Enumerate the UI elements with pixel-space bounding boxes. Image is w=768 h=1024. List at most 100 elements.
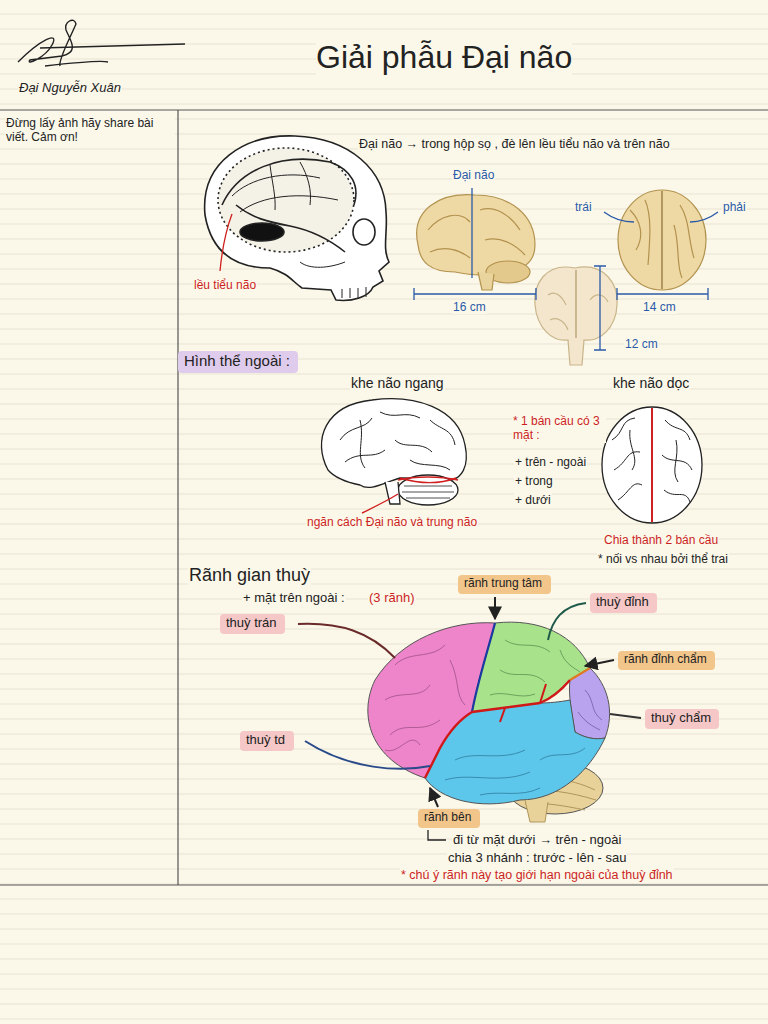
ruled-line [0,14,768,15]
note-text: Đại não [452,168,495,182]
note-text: + trong [514,474,554,488]
ruled-line [0,839,768,840]
note-text: * chú ý rãnh này tạo giới hạn ngoài của … [400,868,674,883]
ruled-line [0,824,768,825]
skull-illustration [232,162,338,212]
note-text: Đừng lấy ảnh hãy share bài viết. Cảm ơn! [5,116,175,145]
dimension-lines [604,212,634,222]
skull-illustration [205,136,389,301]
ruled-line [0,644,768,645]
note-text: + mặt trên ngoài : [242,590,346,606]
ruled-line [0,104,768,105]
brain-front-view [575,270,576,338]
page-frame [0,884,768,885]
dimension-lines [414,188,718,350]
note-text: phải [722,200,747,214]
leader-lines [585,660,614,666]
ruled-line [0,779,768,780]
brain-side-view [417,195,535,290]
note-text: Rãnh gian thuỳ [188,565,311,587]
ruled-line [0,809,768,810]
ruled-line [0,989,768,990]
signature [18,20,76,66]
sulci-lines [425,680,570,778]
label-text: Hình thể ngoài : [184,352,290,370]
brain-lobes [578,690,602,730]
brain-top-view [618,190,706,290]
note-text: ngăn cách Đại não và trung não [306,515,478,529]
note-text: khe não dọc [612,375,690,392]
brain-side-view [428,209,525,258]
leader-lines [428,830,446,840]
dimension-lines [617,288,708,300]
note-text: khe não ngang [350,375,445,392]
leader-lines [298,624,395,658]
label-text: rãnh trung tâm [464,576,542,590]
skull-illustration [300,262,345,267]
ruled-lines [0,14,768,1019]
tentorium-red [362,494,398,513]
page-frame [177,110,178,885]
skull-illustration [240,223,284,241]
label-text: thuỳ chẩm [651,710,711,726]
tentorium-leader [220,214,232,271]
highlight-label: rãnh trung tâm [458,575,551,594]
leader-lines [548,603,586,640]
label-text: thuỳ td [246,732,285,748]
brain-transverse-fissure [321,399,466,488]
note-text: lều tiểu não [193,278,257,292]
note-text: * nối vs nhau bởi thể trai [597,552,729,566]
brain-longitudinal-fissure [602,407,702,523]
brain-longitudinal-fissure [651,408,653,522]
signature [18,20,185,66]
brain-longitudinal-fissure [602,407,702,523]
ruled-line [0,764,768,765]
ruled-line [0,794,768,795]
brain-lobes [425,700,605,804]
ruled-line [0,614,768,615]
brain-lobes [490,640,580,696]
brain-lobes [445,748,585,795]
ruled-line [0,359,768,360]
signature [40,44,185,48]
ruled-line [0,884,768,885]
highlight-label: rãnh đỉnh chẩm [618,651,715,670]
skull-illustration [342,287,366,299]
skull-illustration [236,205,345,252]
dimension-lines [414,288,536,300]
label-text: thuỳ đỉnh [596,594,649,610]
leader-lines [494,597,496,619]
brain-lobes [385,645,465,751]
note-text: 12 cm [624,337,659,351]
label-text: thuỳ trán [226,615,277,631]
ruled-line [0,1004,768,1005]
page-frame [0,110,768,885]
ruled-line [0,569,768,570]
brain-lobes [385,645,465,751]
brain-top-view [661,191,662,289]
skull-illustration [205,136,389,301]
highlight-label: thuỳ td [240,731,294,751]
highlight-label: thuỳ trán [220,614,285,634]
skull-illustration [222,159,356,205]
label-text: rãnh đỉnh chẩm [624,652,707,666]
note-text: 16 cm [452,300,487,314]
note-text: Đại Nguyễn Xuân [18,80,122,96]
ruled-line [0,329,768,330]
brain-top-view [630,200,694,278]
ruled-line [0,974,768,975]
ruled-line [0,629,768,630]
tentorium-red [400,478,456,483]
dimension-lines [594,266,606,350]
highlight-label: thuỳ chẩm [645,709,719,729]
leader-lines [298,597,641,840]
note-text: (3 rãnh) [368,590,416,606]
ruled-line [0,584,768,585]
ruled-line [0,1019,768,1020]
brain-lobes [368,622,610,822]
ruled-line [0,959,768,960]
label-text: rãnh bên [424,810,471,824]
sulci-lines [425,623,590,778]
highlight-label: thuỳ đỉnh [590,593,657,613]
brain-transverse-fissure [321,399,466,505]
